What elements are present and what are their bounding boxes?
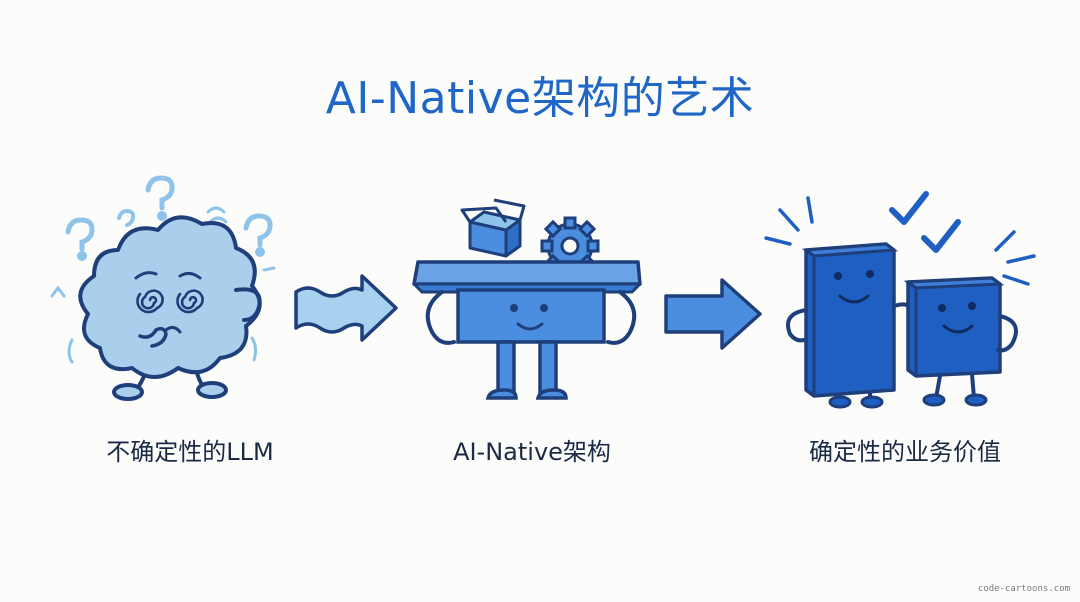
question-mark-icon — [117, 208, 136, 227]
stage-label-ai-native-architecture: AI-Native架构 — [453, 438, 611, 466]
spiral-eye-icon — [136, 289, 164, 314]
box-icon — [460, 198, 526, 258]
page-title: AI-Native架构的艺术 — [325, 73, 755, 124]
question-mark-icon — [65, 217, 95, 261]
stage-label-uncertain-llm: 不确定性的LLM — [106, 438, 274, 466]
business-value-blocks-character — [764, 191, 1036, 409]
question-mark-icon — [145, 175, 175, 221]
straight-arrow — [664, 278, 762, 350]
checkmark-icon — [921, 219, 961, 253]
stage-label-deterministic-business-value: 确定性的业务价值 — [809, 438, 1001, 466]
confused-cloud-character — [50, 175, 276, 401]
spiral-eye-icon — [176, 289, 204, 314]
wavy-arrow — [294, 274, 398, 342]
architecture-table-character — [412, 198, 642, 400]
watermark: code-cartoons.com — [977, 584, 1070, 594]
question-mark-icon — [243, 213, 273, 257]
checkmark-icon — [889, 191, 929, 225]
